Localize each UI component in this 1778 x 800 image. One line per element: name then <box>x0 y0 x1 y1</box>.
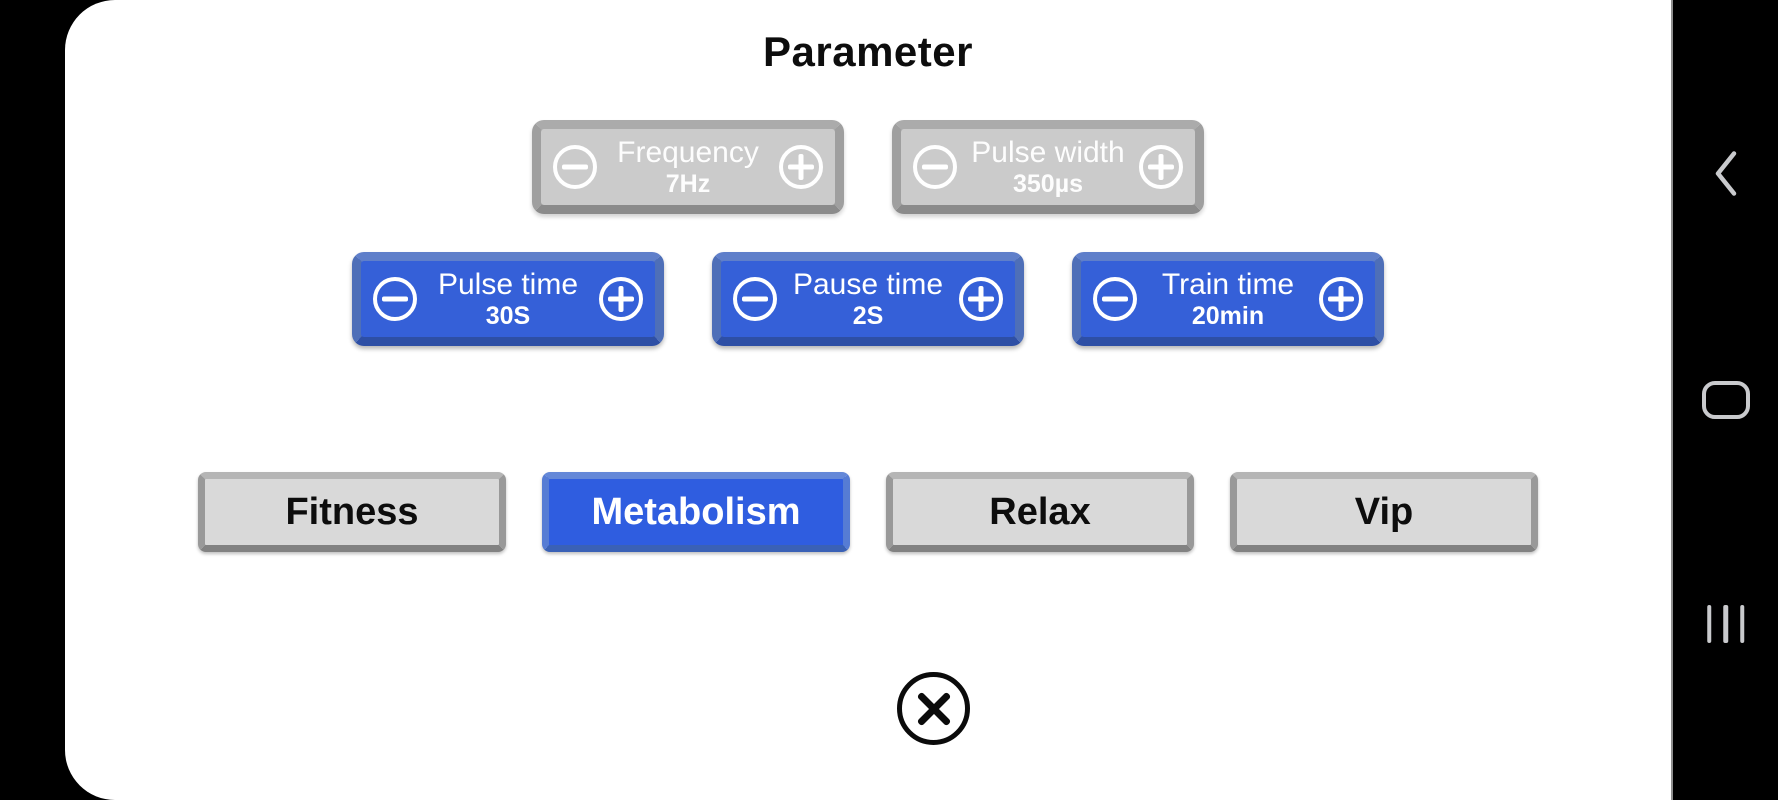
minus-icon <box>562 164 588 170</box>
param-tile-pulse-time: Pulse time 30S <box>352 252 664 346</box>
pulse-width-increase-button[interactable] <box>1139 145 1183 189</box>
page-title: Parameter <box>763 28 973 75</box>
param-label: Pulse width <box>971 135 1125 169</box>
pulse-time-decrease-button[interactable] <box>373 277 417 321</box>
pulse-width-decrease-button[interactable] <box>913 145 957 189</box>
minus-icon <box>1102 296 1128 302</box>
frequency-decrease-button[interactable] <box>553 145 597 189</box>
pause-time-decrease-button[interactable] <box>733 277 777 321</box>
mode-row: Fitness Metabolism Relax Vip <box>65 472 1671 552</box>
minus-icon <box>742 296 768 302</box>
train-time-increase-button[interactable] <box>1319 277 1363 321</box>
pulse-time-increase-button[interactable] <box>599 277 643 321</box>
close-button[interactable] <box>897 672 970 745</box>
param-tile-pause-time: Pause time 2S <box>712 252 1024 346</box>
mode-button-relax[interactable]: Relax <box>886 472 1194 552</box>
parameter-row-2: Pulse time 30S Pause time 2S Train time … <box>65 252 1671 346</box>
minus-icon <box>922 164 948 170</box>
nav-back-button[interactable] <box>1707 145 1745 206</box>
frequency-increase-button[interactable] <box>779 145 823 189</box>
param-value: 350µs <box>1012 169 1084 198</box>
param-tile-frequency: Frequency 7Hz <box>532 120 844 214</box>
param-label: Pause time <box>792 267 944 301</box>
param-label: Frequency <box>617 135 759 169</box>
param-tile-pulse-width: Pulse width 350µs <box>892 120 1204 214</box>
param-tile-train-time: Train time 20min <box>1072 252 1384 346</box>
param-label: Pulse time <box>437 267 579 301</box>
param-value: 2S <box>852 301 884 330</box>
minus-icon <box>382 296 408 302</box>
parameter-row-1: Frequency 7Hz Pulse width 350µs <box>65 120 1671 214</box>
app-content: Parameter Frequency 7Hz Pulse width 350µ… <box>65 0 1671 800</box>
pause-time-increase-button[interactable] <box>959 277 1003 321</box>
home-icon <box>1701 381 1750 419</box>
back-chevron-icon <box>1715 151 1736 196</box>
android-navbar <box>1671 0 1778 800</box>
mode-button-fitness[interactable]: Fitness <box>198 472 506 552</box>
param-value: 30S <box>485 301 531 330</box>
train-time-decrease-button[interactable] <box>1093 277 1137 321</box>
mode-button-vip[interactable]: Vip <box>1230 472 1538 552</box>
recents-icon <box>1706 605 1745 643</box>
nav-home-button[interactable] <box>1696 375 1756 425</box>
mode-button-metabolism[interactable]: Metabolism <box>542 472 850 552</box>
nav-recents-button[interactable] <box>1701 599 1751 649</box>
param-label: Train time <box>1161 267 1295 301</box>
param-value: 20min <box>1191 301 1265 330</box>
param-value: 7Hz <box>665 169 711 198</box>
